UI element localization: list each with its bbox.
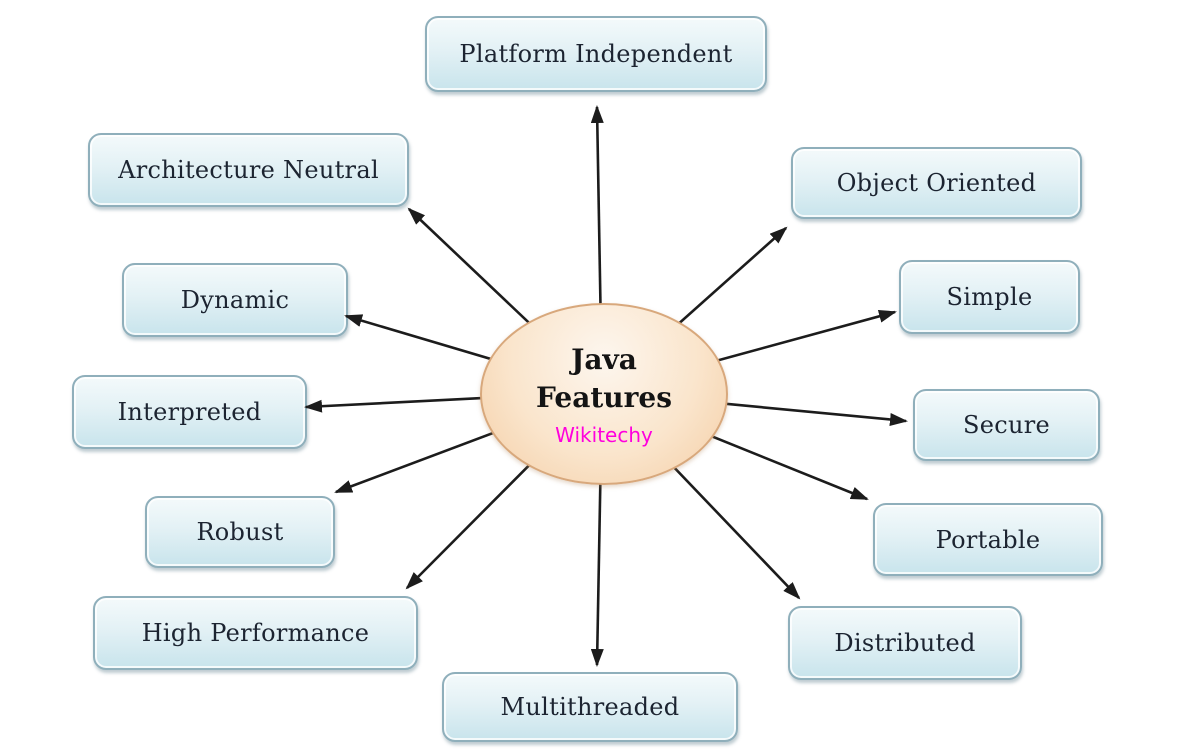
feature-box-architecture-neutral: Architecture Neutral — [88, 133, 409, 207]
feature-label: Distributed — [834, 629, 976, 657]
center-title-line1: Java — [571, 343, 637, 377]
feature-box-portable: Portable — [873, 503, 1103, 576]
feature-box-high-performance: High Performance — [93, 596, 418, 670]
feature-label: Secure — [962, 411, 1051, 439]
feature-label: Architecture Neutral — [118, 156, 379, 184]
feature-label: Portable — [935, 525, 1041, 554]
feature-label: Platform Independent — [459, 40, 733, 68]
feature-label: Object Oriented — [836, 169, 1037, 197]
watermark-text: Wikitechy — [555, 422, 653, 447]
center-node: Java Features Wikitechy — [480, 303, 728, 485]
feature-box-object-oriented: Object Oriented — [791, 147, 1082, 219]
feature-label: Dynamic — [180, 286, 290, 314]
feature-label: Simple — [946, 283, 1033, 311]
feature-box-platform-independent: Platform Independent — [425, 16, 767, 92]
feature-box-simple: Simple — [899, 260, 1080, 334]
feature-label: Interpreted — [117, 398, 262, 426]
feature-label: Robust — [196, 518, 284, 546]
feature-box-interpreted: Interpreted — [72, 375, 307, 449]
feature-box-robust: Robust — [145, 496, 335, 568]
center-title-line2: Features — [536, 381, 672, 414]
feature-box-secure: Secure — [913, 389, 1100, 461]
feature-box-multithreaded: Multithreaded — [442, 672, 738, 742]
feature-box-dynamic: Dynamic — [122, 263, 348, 337]
feature-box-distributed: Distributed — [788, 606, 1022, 680]
feature-label: High Performance — [141, 619, 370, 647]
feature-label: Multithreaded — [500, 693, 680, 721]
